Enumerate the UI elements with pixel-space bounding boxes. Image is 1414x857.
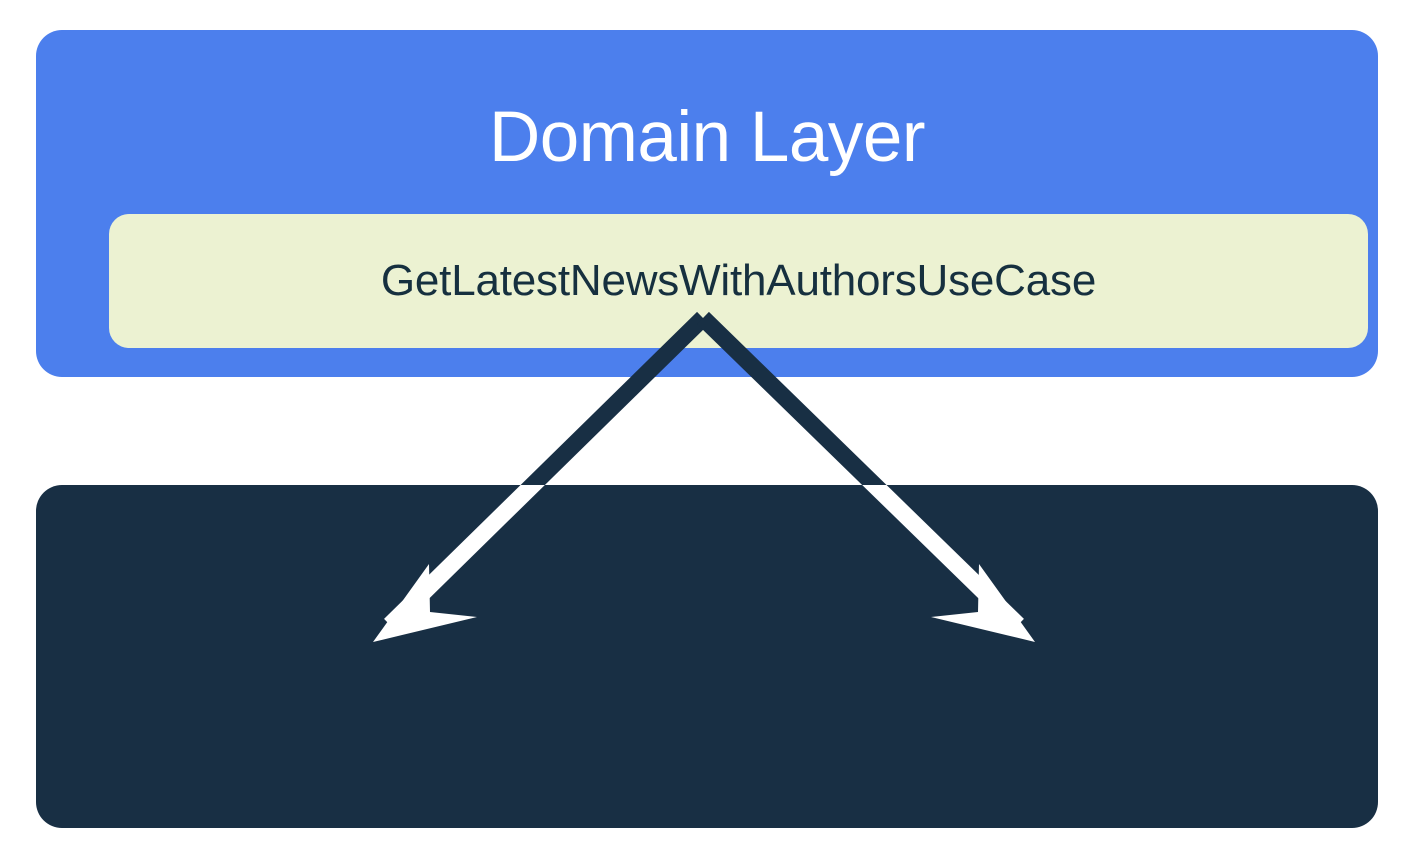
- domain-layer-title: Domain Layer: [489, 98, 925, 177]
- usecase-card[interactable]: GetLatestNewsWithAuthorsUseCase: [109, 214, 1368, 348]
- domain-layer-box: Domain Layer GetLatestNewsWithAuthorsUse…: [36, 30, 1378, 377]
- usecase-label: GetLatestNewsWithAuthorsUseCase: [380, 256, 1097, 305]
- data-layer-box: Data Layer NewsRepository AuthorsReposit…: [36, 485, 1378, 828]
